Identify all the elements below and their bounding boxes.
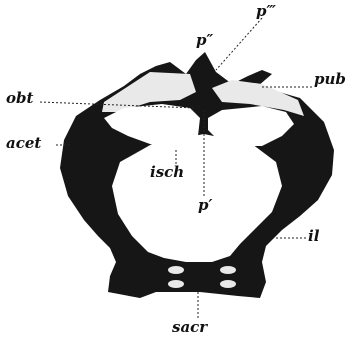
- sacral-foramen: [220, 280, 236, 288]
- label-isch: isch: [150, 165, 184, 180]
- label-pub: pub: [314, 72, 346, 87]
- sacral-foramen: [220, 266, 236, 274]
- label-p-double: p″: [196, 33, 213, 48]
- label-il: il: [308, 229, 319, 244]
- sacral-foramen: [168, 266, 184, 274]
- label-p-triple: p‴: [256, 4, 276, 19]
- label-obt: obt: [6, 91, 33, 106]
- label-acet: acet: [6, 136, 41, 151]
- pelvis-bone: [60, 52, 334, 298]
- sacral-foramen: [168, 280, 184, 288]
- label-sacr: sacr: [172, 320, 207, 335]
- leader-p-triple: [216, 18, 262, 70]
- label-p-single: p′: [198, 198, 212, 213]
